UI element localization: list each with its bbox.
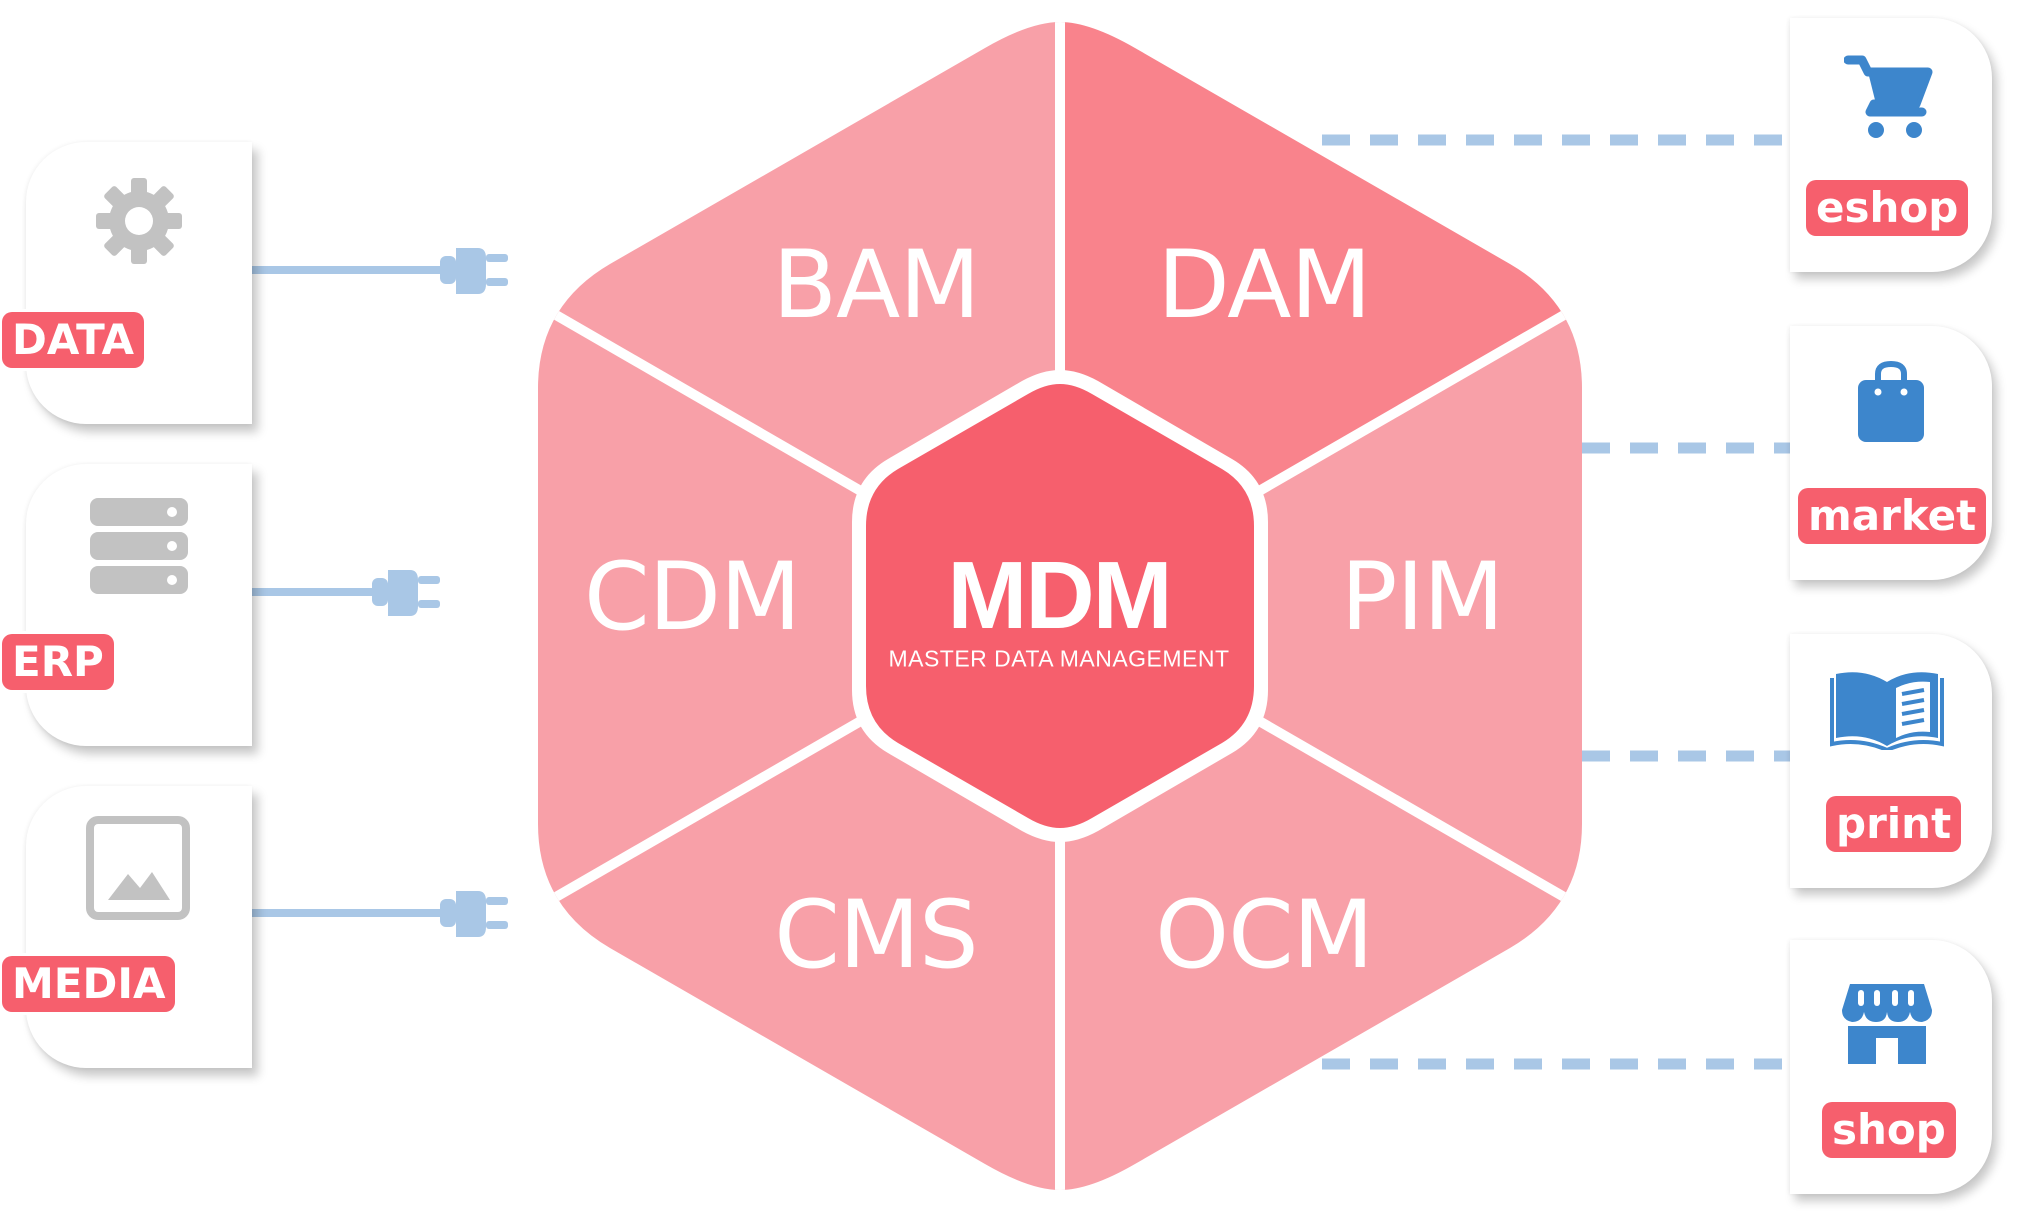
segment-label-cdm: CDM — [583, 543, 801, 652]
channel-badge-market: market — [1798, 488, 1987, 544]
segment-label-bam: BAM — [772, 231, 981, 340]
source-card-erp — [26, 464, 252, 746]
segment-label-ocm: OCM — [1155, 881, 1374, 990]
segment-label-pim: PIM — [1340, 543, 1505, 652]
gear-icon — [94, 176, 184, 266]
plug-connector-data — [252, 248, 508, 294]
book-icon — [1830, 668, 1944, 750]
core-subtitle: MASTER DATA MANAGEMENT — [888, 645, 1230, 672]
channel-badge-print: print — [1826, 796, 1962, 852]
cart-icon — [1844, 52, 1934, 142]
channel-connectors — [1322, 134, 1790, 1070]
source-connectors — [252, 248, 508, 937]
image-icon — [86, 816, 190, 920]
core-hexagon — [866, 384, 1254, 828]
channel-badge-shop: shop — [1822, 1102, 1956, 1158]
shopping-bag-icon — [1856, 360, 1926, 444]
plug-connector-media — [252, 891, 508, 937]
channel-badge-eshop: eshop — [1806, 180, 1969, 236]
store-icon — [1840, 982, 1934, 1066]
source-badge-data: DATA — [2, 312, 145, 368]
segment-cdm-shape — [538, 225, 1060, 987]
source-badge-media: MEDIA — [2, 956, 176, 1012]
source-card-data — [26, 142, 252, 424]
segment-pim-shape — [1060, 225, 1582, 987]
segment-label-dam: DAM — [1157, 231, 1371, 340]
server-icon — [88, 496, 190, 596]
plug-connector-erp — [252, 570, 440, 616]
core-title: MDM — [947, 542, 1172, 649]
segment-label-cms: CMS — [774, 881, 978, 990]
source-badge-erp: ERP — [2, 634, 114, 690]
source-card-media — [26, 786, 252, 1068]
